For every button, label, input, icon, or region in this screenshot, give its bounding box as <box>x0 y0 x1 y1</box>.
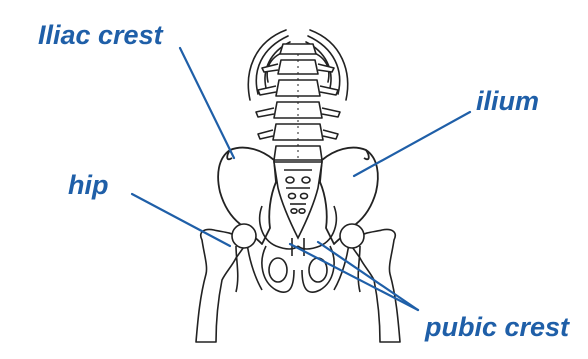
label-hip: hip <box>68 172 109 199</box>
right-femoral-head <box>340 224 364 248</box>
label-ilium: ilium <box>476 88 539 115</box>
sacrum <box>274 162 322 238</box>
leader-iliac-crest <box>180 48 234 158</box>
leader-hip <box>132 194 230 246</box>
label-iliac-crest: Iliac crest <box>38 22 163 49</box>
femurs <box>196 224 400 342</box>
left-femoral-head <box>232 224 256 248</box>
leader-ilium <box>354 112 470 176</box>
leader-pubic-crest-1 <box>290 244 418 310</box>
label-pubic-crest: pubic crest <box>425 314 569 341</box>
